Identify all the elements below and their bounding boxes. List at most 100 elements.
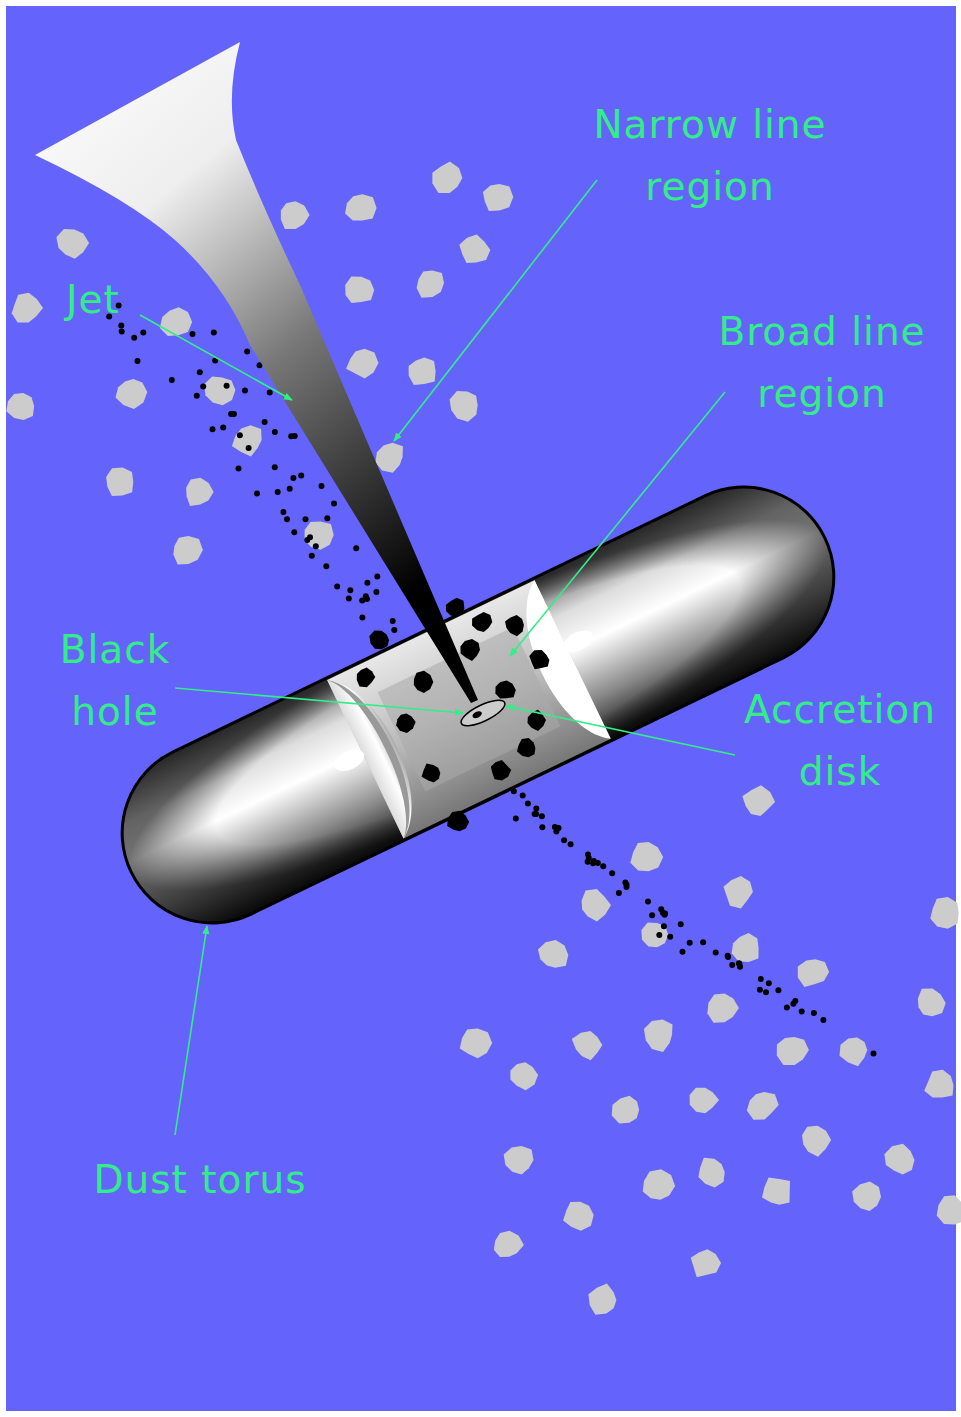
gas-dot [272, 429, 278, 435]
gas-dot [323, 563, 329, 569]
gray-cloud [346, 349, 378, 379]
gas-dot [568, 841, 574, 847]
leader-line [510, 392, 725, 656]
gas-dot [246, 445, 252, 451]
gas-dot [364, 596, 370, 602]
gray-cloud [630, 842, 663, 871]
gas-dot [513, 816, 519, 822]
narrow-line-clouds [6, 162, 961, 1315]
gray-cloud [538, 940, 568, 968]
accretion-disk-ellipse [458, 695, 508, 730]
torus-cutaway [327, 580, 611, 838]
gas-dot [131, 335, 137, 341]
gray-cloud [432, 162, 462, 194]
gas-dot [334, 584, 340, 590]
gas-dot [197, 369, 203, 375]
gas-dot [353, 545, 359, 551]
broad-line-clouds [357, 598, 550, 832]
gas-dot [729, 962, 735, 968]
gas-dot [649, 912, 655, 918]
gas-dot [661, 923, 667, 929]
gas-dot [194, 393, 200, 399]
gas-dot [736, 960, 742, 966]
gas-dot [237, 432, 243, 438]
gas-dot [766, 980, 772, 986]
gray-cloud [494, 1231, 524, 1257]
gray-cloud [588, 1284, 616, 1315]
gas-dot [757, 987, 763, 993]
gas-dot [169, 377, 175, 383]
broad-line-cloud [460, 639, 480, 661]
gray-cloud [160, 307, 192, 336]
gas-dot [600, 863, 606, 869]
gas-dot [520, 793, 526, 799]
gray-cloud [924, 1070, 953, 1098]
gas-dot [533, 811, 539, 817]
callout-label: Black hole [30, 619, 200, 743]
gray-cloud [116, 379, 148, 409]
gas-dot [391, 627, 397, 633]
gray-cloud [232, 425, 262, 456]
gray-cloud [450, 391, 478, 422]
torus-opening [331, 745, 368, 775]
gray-cloud [56, 229, 89, 259]
gray-cloud [612, 1096, 639, 1124]
gray-cloud [747, 1092, 779, 1120]
gray-cloud [375, 443, 403, 473]
gas-dot [525, 801, 531, 807]
gas-dot [758, 976, 764, 982]
gas-dot [656, 932, 662, 938]
gray-cloud [641, 922, 668, 947]
broad-line-cloud [369, 631, 389, 650]
gas-dot [811, 1010, 817, 1016]
gas-dot [346, 596, 352, 602]
gray-cloud [563, 1202, 594, 1231]
gas-dot [784, 1005, 790, 1011]
gray-cloud [483, 184, 513, 211]
gas-dot [303, 516, 309, 522]
gray-cloud [460, 1029, 492, 1059]
leader-lines [140, 180, 735, 1135]
gas-dot [324, 515, 330, 521]
gray-cloud [644, 1020, 673, 1052]
gas-dot [585, 859, 591, 865]
gas-dot [680, 949, 686, 955]
gray-cloud [186, 478, 214, 506]
broad-line-cloud [396, 714, 416, 734]
leader-line [506, 706, 735, 755]
broad-line-cloud [422, 764, 441, 783]
gas-dot [585, 852, 591, 858]
gas-dot [319, 483, 325, 489]
gray-cloud [884, 1144, 914, 1175]
gas-dot [331, 500, 337, 506]
gas-dot [211, 330, 217, 336]
gray-cloud [417, 271, 444, 298]
gas-dot [595, 860, 601, 866]
callout-label: Accretion disk [715, 679, 961, 803]
broad-line-cloud [491, 760, 511, 781]
gray-cloud [345, 277, 374, 303]
gray-cloud [707, 993, 739, 1022]
gas-dot [374, 574, 380, 580]
gas-dot [736, 961, 742, 967]
gray-cloud [930, 897, 958, 929]
gas-dot [220, 424, 226, 430]
broad-line-cloud [529, 650, 549, 669]
gray-cloud [173, 536, 203, 564]
gas-dot [298, 473, 304, 479]
gray-cloud [281, 201, 310, 229]
gray-cloud [798, 959, 829, 987]
broad-line-cloud [495, 681, 515, 699]
gray-cloud [12, 293, 43, 323]
gas-dot [262, 419, 268, 425]
gas-dot [390, 618, 396, 624]
gray-cloud [106, 468, 133, 497]
accretion-disk [458, 695, 508, 730]
gas-dot [244, 349, 250, 355]
gas-dot [645, 898, 651, 904]
gray-cloud [582, 889, 611, 921]
gas-dot [539, 813, 545, 819]
gas-dot [347, 587, 353, 593]
gas-dot [119, 329, 125, 335]
gas-dot [624, 884, 630, 890]
